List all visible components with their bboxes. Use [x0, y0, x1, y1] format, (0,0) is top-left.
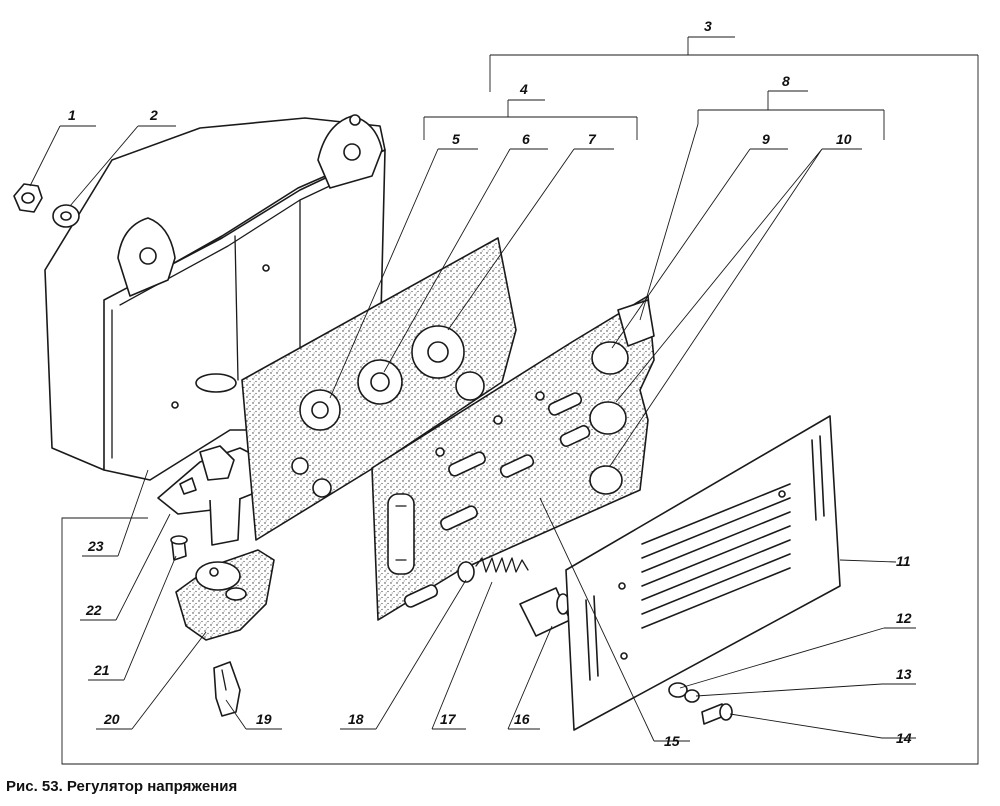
insulating-panel	[241, 237, 517, 541]
resistors	[387, 392, 591, 608]
circuit-board	[371, 295, 655, 621]
callout-20: 20	[103, 711, 120, 727]
callout-13: 13	[896, 666, 912, 682]
washer-12	[668, 682, 688, 698]
callout-17: 17	[440, 711, 457, 727]
sleeve-16	[519, 587, 571, 637]
callout-11: 11	[896, 553, 911, 569]
callout-3: 3	[704, 18, 712, 34]
callout-12: 12	[896, 610, 912, 626]
callout-1: 1	[68, 107, 76, 123]
leader-lines	[29, 123, 916, 742]
callout-21: 21	[93, 662, 110, 678]
callout-10: 10	[836, 131, 852, 147]
spring-17	[475, 557, 529, 573]
callout-16: 16	[514, 711, 530, 727]
callout-8: 8	[782, 73, 790, 89]
callout-6: 6	[522, 131, 530, 147]
clip-19	[213, 661, 241, 717]
figure-caption: Рис. 53. Регулятор напряжения	[6, 778, 238, 795]
relay-mounts	[291, 325, 485, 498]
callout-7: 7	[588, 131, 597, 147]
callout-19: 19	[256, 711, 272, 727]
callout-14: 14	[896, 730, 912, 746]
cover-plate	[565, 415, 841, 731]
washer-2	[52, 204, 80, 228]
callout-4: 4	[519, 81, 528, 97]
transistors	[589, 299, 655, 495]
callout-labels: 1 2 3 4 5 6 7 8 9 10 11 12 13 14 15 16 1…	[68, 18, 912, 749]
vent-slots	[585, 435, 825, 681]
screw-21	[170, 535, 188, 561]
callout-22: 22	[85, 602, 102, 618]
callout-23: 23	[87, 538, 104, 554]
callout-9: 9	[762, 131, 770, 147]
callout-5: 5	[452, 131, 460, 147]
nut-1	[13, 183, 43, 213]
callout-15: 15	[664, 733, 680, 749]
washer-18	[457, 561, 475, 583]
callout-2: 2	[149, 107, 158, 123]
connector-block	[175, 549, 275, 641]
screw-14	[701, 703, 733, 725]
bracket-lines	[61, 36, 979, 765]
callout-18: 18	[348, 711, 364, 727]
